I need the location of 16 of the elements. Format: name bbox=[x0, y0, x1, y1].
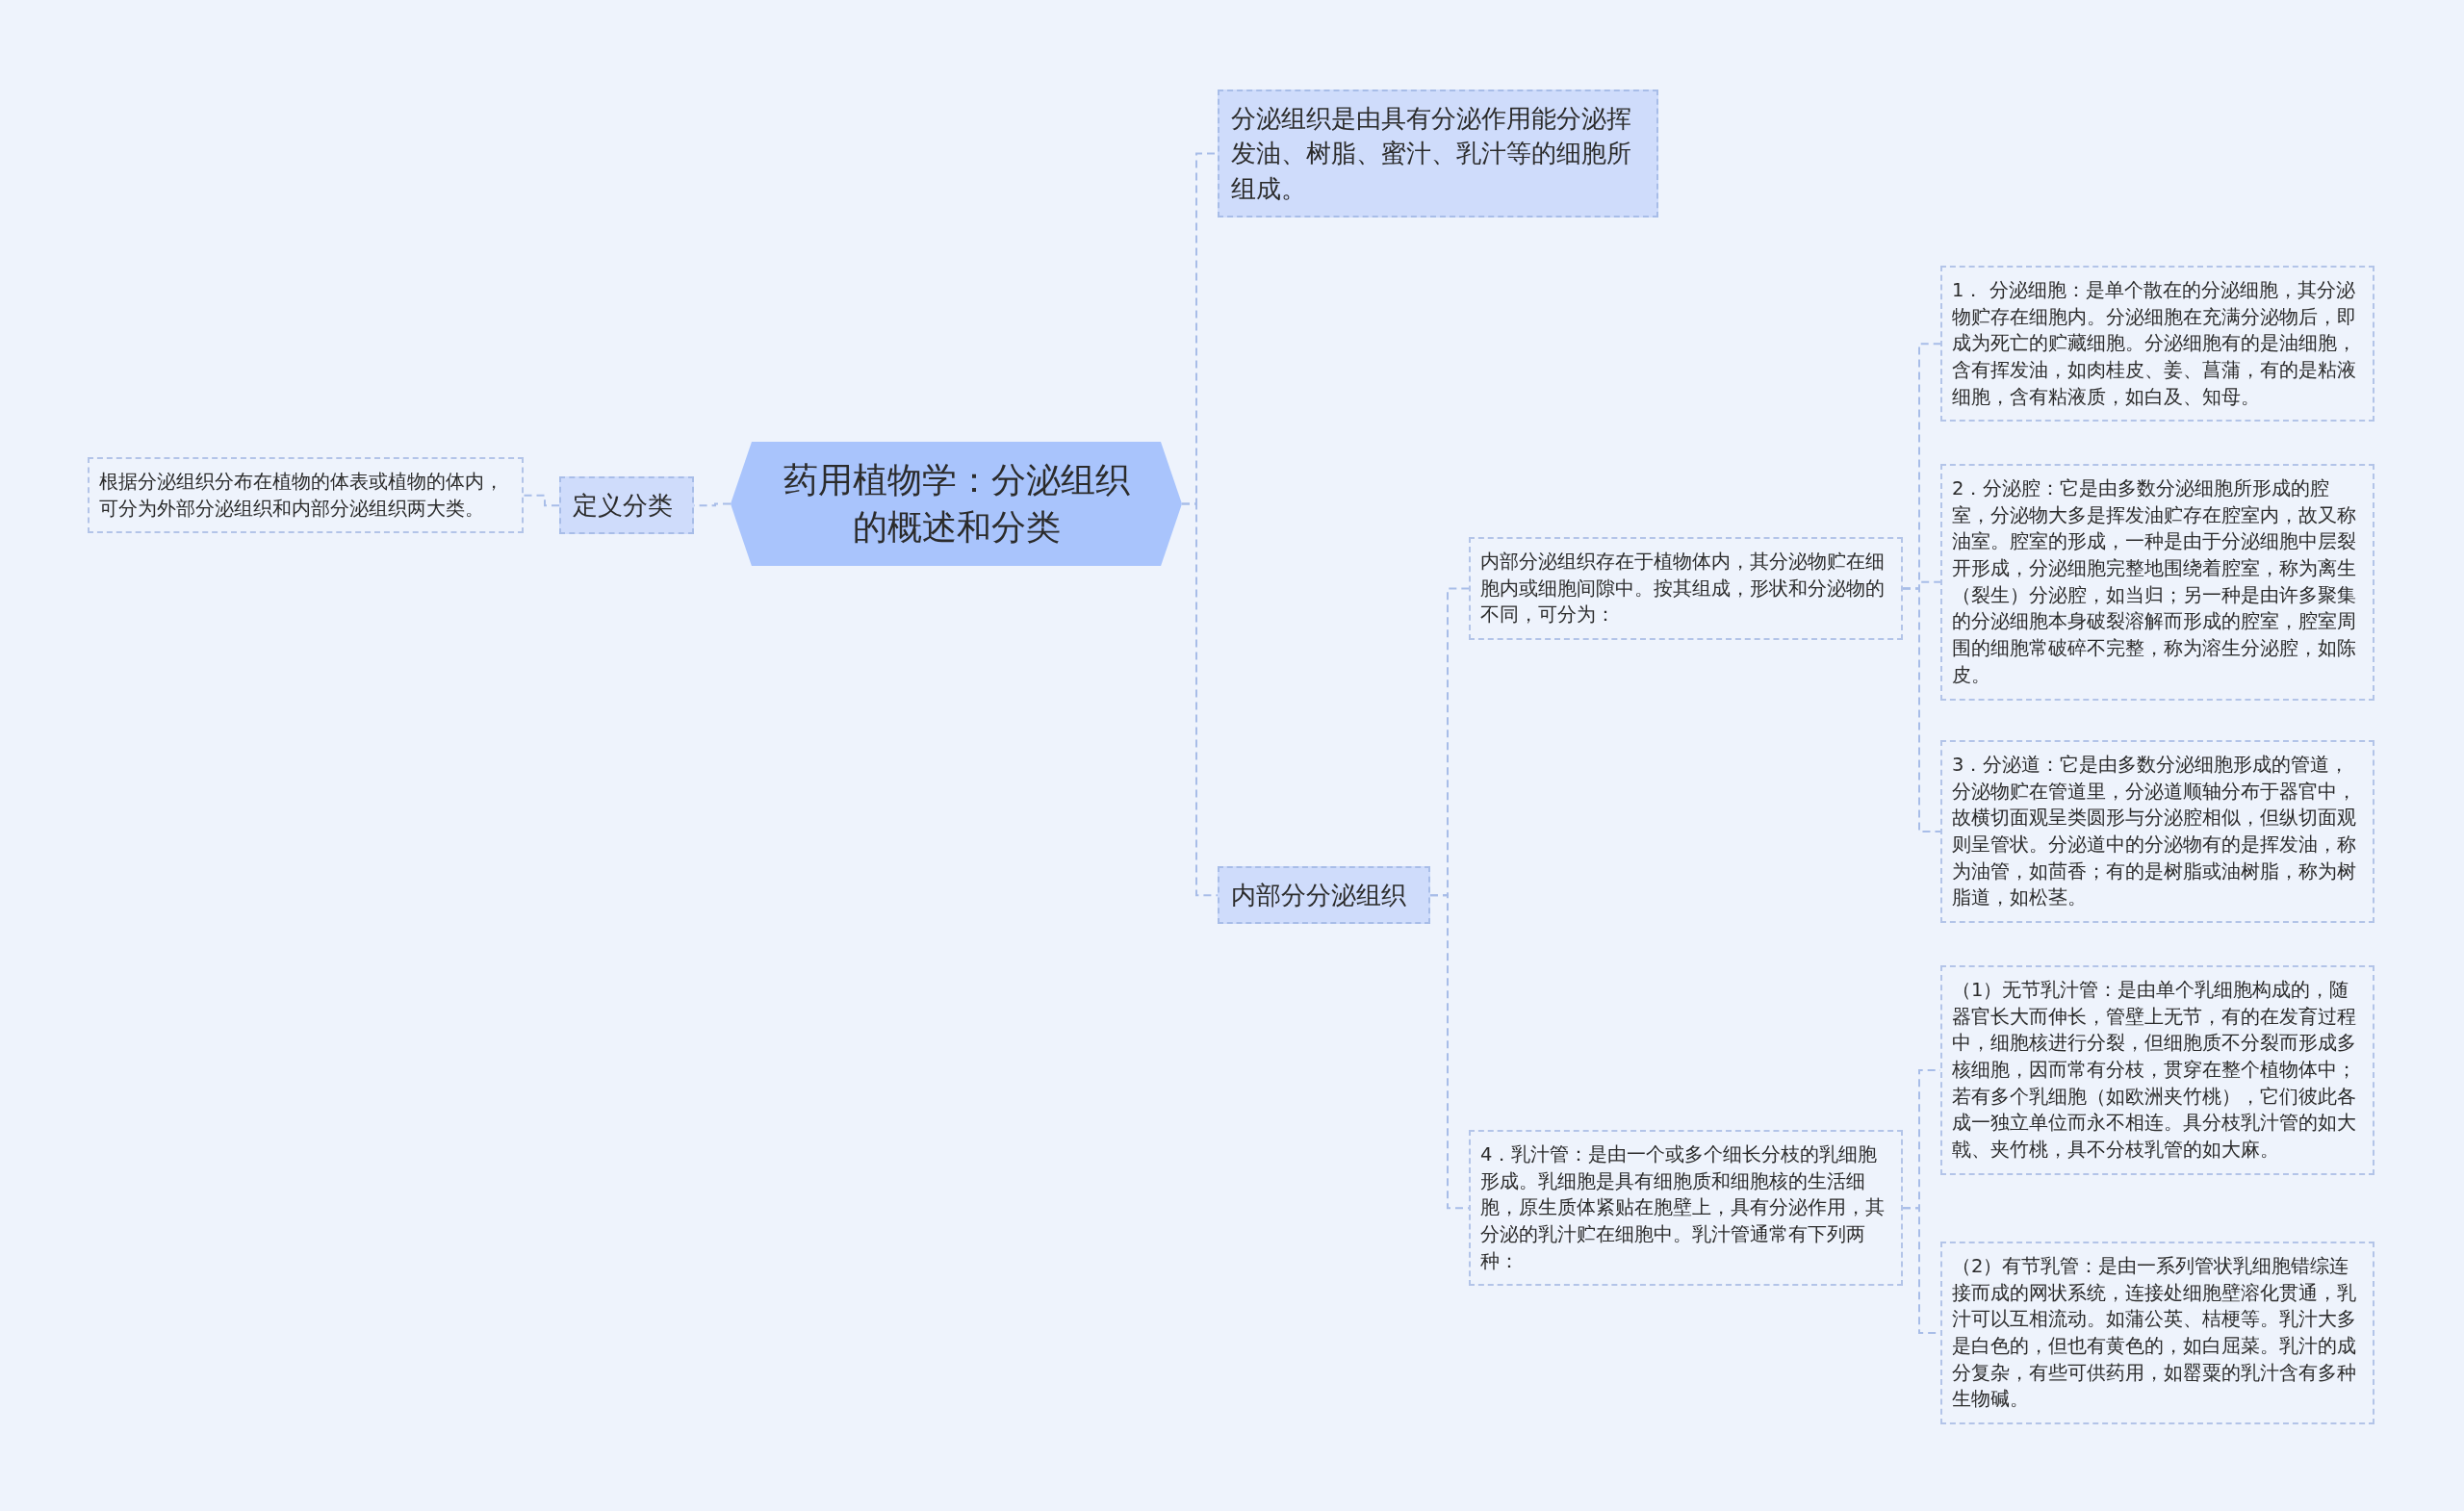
note-box: 内部分泌组织存在于植物体内，其分泌物贮在细胞内或细胞间隙中。按其组成，形状和分泌物的不同，可分为： bbox=[1469, 537, 1903, 641]
note-box: （2）有节乳管：是由一系列管状乳细胞错综连接而成的网状系统，连接处细胞壁溶化贯通，乳汁可以互相流动。如蒲公英、桔梗等。乳汁大多是白色的，但也有黄色的，如白屈菜。乳汁的成分复杂，有些可供药用，如罂粟的乳汁含有多种生物碱。 bbox=[1940, 1242, 2374, 1425]
note-box: 4．乳汁管：是由一个或多个细长分枝的乳细胞形成。乳细胞是具有细胞质和细胞核的生活细胞，原生质体紧贴在胞壁上，具有分泌作用，其分泌的乳汁贮在细胞中。乳汁管通常有下列两种： bbox=[1469, 1130, 1903, 1287]
note-box: 1． 分泌细胞：是单个散在的分泌细胞，其分泌物贮存在细胞内。分泌细胞在充满分泌物后，即成为死亡的贮藏细胞。分泌细胞有的是油细胞，含有挥发油，如肉桂皮、姜、菖蒲，有的是粘液细胞，含有粘液质，如白及、知母。 bbox=[1940, 266, 2374, 423]
central-topic: 药用植物学：分泌组织的概述和分类 bbox=[731, 442, 1182, 567]
topic-box: 内部分分泌组织 bbox=[1218, 866, 1430, 925]
note-box: （1）无节乳汁管：是由单个乳细胞构成的，随器官长大而伸长，管壁上无节，有的在发育过程中，细胞核进行分裂，但细胞质不分裂而形成多核细胞，因而常有分枝，贯穿在整个植物体中；若有多个乳细胞（如欧洲夹竹桃），它们彼此各成一独立单位而永不相连。具分枝乳汁管的如大戟、夹竹桃，具不分枝乳管的如大麻。 bbox=[1940, 965, 2374, 1175]
note-box: 根据分泌组织分布在植物的体表或植物的体内，可分为外部分泌组织和内部分泌组织两大类。 bbox=[88, 457, 524, 534]
topic-box: 分泌组织是由具有分泌作用能分泌挥发油、树脂、蜜汁、乳汁等的细胞所组成。 bbox=[1218, 90, 1658, 218]
connector bbox=[1181, 502, 1219, 897]
connector bbox=[523, 494, 560, 507]
note-box: 2．分泌腔：它是由多数分泌细胞所形成的腔室，分泌物大多是挥发油贮存在腔室内，故又称油室。腔室的形成，一种是由于分泌细胞中层裂开形成，分泌细胞完整地围绕着腔室，称为离生（裂生）分泌腔，如当归；另一种是由许多聚集的分泌细胞本身破裂溶解而形成的腔室，腔室周围的细胞常破碎不完整，称为溶生分泌腔，如陈皮。 bbox=[1940, 464, 2374, 701]
topic-box: 定义分类 bbox=[559, 476, 694, 535]
connector bbox=[1429, 894, 1470, 1210]
note-box: 3．分泌道：它是由多数分泌细胞形成的管道，分泌物贮在管道里，分泌道顺轴分布于器官中，故横切面观呈类圆形与分泌腔相似，但纵切面观则呈管状。分泌道中的分泌物有的是挥发油，称为油管，如茴香；有的是树脂或油树脂，称为树脂道，如松茎。 bbox=[1940, 740, 2374, 924]
connector bbox=[1902, 587, 1941, 833]
